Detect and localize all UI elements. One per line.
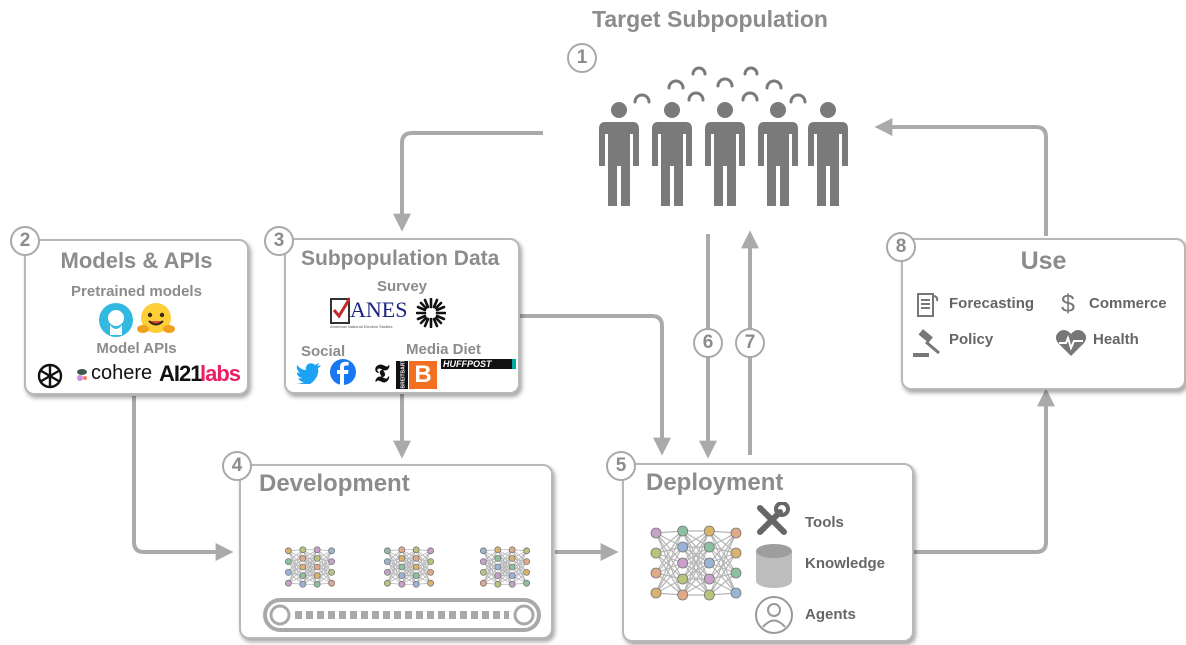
deployment-item-knowledge: Knowledge (805, 555, 886, 572)
cohere-icon (76, 368, 88, 382)
deployment-panel: Deployment Tools Knowledge Agents (622, 463, 914, 642)
anes-logo: ANES (350, 297, 408, 322)
step-badge-6: 6 (693, 328, 723, 358)
huffpost-logo: HUFFPOST (441, 359, 515, 369)
neural-net-icon (480, 546, 530, 588)
arrow-deployment-to-use (914, 388, 1055, 554)
social-label: Social (301, 343, 346, 360)
ai21-labs-logo: labs (200, 361, 241, 386)
heart-pulse-icon (1055, 328, 1087, 358)
use-item-policy: Policy (949, 331, 994, 348)
deployment-item-agents: Agents (805, 606, 856, 623)
step-badge-4: 4 (222, 451, 252, 481)
arrow-target-to-data (393, 131, 543, 232)
models-panel: Models & APIs Pretrained models Model AP… (24, 239, 249, 395)
use-title: Use (1020, 247, 1067, 275)
neural-net-icon (285, 546, 335, 588)
anes-subtitle: American National Election Studies (330, 324, 393, 329)
use-item-commerce: Commerce (1089, 295, 1167, 312)
agent-avatar-icon (754, 595, 794, 635)
survey-label: Survey (376, 278, 428, 295)
breitbart-logo: BREITBART (396, 360, 408, 389)
media-diet-label: Media Diet (406, 341, 482, 358)
cohere-logo: cohere (91, 362, 153, 384)
pew-starburst-icon (415, 297, 447, 329)
dollar-icon: $ (1061, 290, 1075, 318)
use-item-forecasting: Forecasting (949, 295, 1035, 312)
twitter-icon (296, 362, 322, 386)
neural-net-icon (650, 525, 742, 601)
huffpost-accent (512, 359, 516, 369)
gavel-icon (911, 328, 945, 358)
subpopulation-data-title: Subpopulation Data (301, 247, 500, 270)
ai21-logo: AI21 (159, 361, 202, 386)
arrow-data-to-deployment (519, 314, 671, 456)
step-badge-2: 2 (10, 226, 40, 256)
people-group-icon (599, 66, 848, 206)
models-title: Models & APIs (60, 248, 213, 273)
tools-icon (754, 501, 790, 538)
step-badge-3: 3 (264, 226, 294, 256)
nyt-logo: 𝕿 (374, 361, 390, 388)
development-panel: Development (239, 464, 553, 639)
step-badge-1: 1 (567, 43, 597, 73)
breitbart-b-icon: B (409, 361, 437, 389)
neural-net-icon (384, 546, 434, 588)
use-item-health: Health (1093, 331, 1139, 348)
development-title: Development (259, 470, 410, 497)
arrow-models-to-development (132, 396, 234, 561)
step-badge-5: 5 (606, 451, 636, 481)
step-badge-8: 8 (886, 232, 916, 262)
target-title: Target Subpopulation (592, 6, 828, 32)
deployment-title: Deployment (646, 469, 784, 496)
arrow-use-to-target (874, 118, 1048, 236)
model-apis-label: Model APIs (96, 340, 177, 357)
openai-icon (35, 361, 65, 391)
conveyor-belt-icon (263, 598, 541, 632)
forecast-document-icon (915, 292, 939, 318)
deployment-item-tools: Tools (805, 514, 844, 531)
huggingface-icon (137, 300, 175, 338)
facebook-icon (330, 359, 356, 385)
step-badge-7: 7 (735, 328, 765, 358)
pretrained-models-label: Pretrained models (71, 283, 202, 300)
use-panel: Use Forecasting $ Commerce Policy Health (901, 238, 1186, 390)
github-icon (99, 303, 133, 337)
subpopulation-data-panel: Subpopulation Data Survey ANES American … (284, 238, 520, 394)
anes-check-icon (330, 297, 350, 324)
database-icon (754, 543, 794, 589)
